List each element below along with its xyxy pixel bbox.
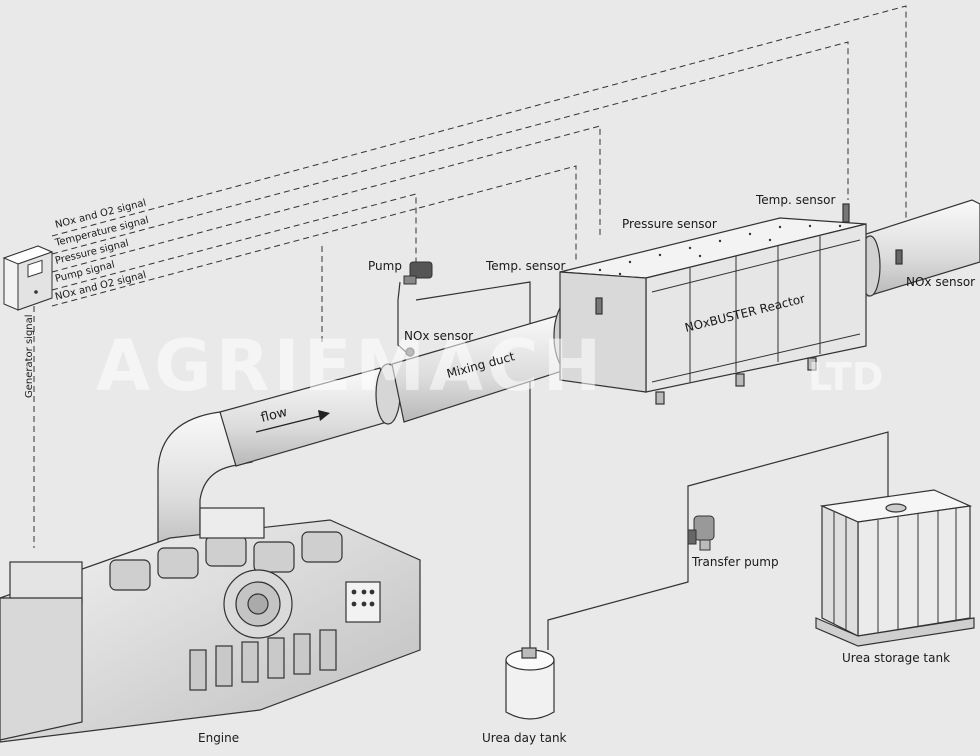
watermark-main: AGRIEMACH	[96, 325, 605, 407]
pressure-sensor-label: Pressure sensor	[622, 217, 717, 231]
transfer-pump	[687, 515, 715, 551]
dosing-pump	[403, 261, 433, 285]
nox-o2-signal-bottom-line	[51, 165, 577, 307]
generator-housing	[9, 561, 83, 605]
signal-lines	[33, 5, 907, 548]
storage-tank-label: Urea storage tank	[842, 651, 950, 665]
engine	[0, 507, 421, 743]
duct-nox-sensor	[405, 347, 415, 357]
reactor-temp-sensor	[842, 203, 850, 223]
pump-signal-line	[51, 193, 417, 291]
temp-sensor-inlet-label: Temp. sensor	[485, 259, 565, 273]
nox-buster-reactor	[559, 203, 867, 405]
pressure-signal-line	[51, 125, 601, 273]
pump-to-day-tank-line	[415, 281, 531, 650]
watermark: AGRIEMACH LTD	[96, 325, 883, 407]
control-panel	[2, 245, 54, 311]
pump-label: Pump	[368, 259, 402, 273]
nox-sensor-duct-label: NOx sensor	[404, 329, 473, 343]
urea-storage-tank	[815, 489, 975, 647]
nox-sensor-outlet-label: NOx sensor	[906, 275, 975, 289]
temperature-signal-line	[51, 41, 849, 255]
outlet-nox-sensor	[895, 249, 903, 265]
pump-feed-line	[397, 281, 407, 353]
urea-day-tank	[505, 647, 555, 720]
temp-sensor-top-label: Temp. sensor	[755, 193, 835, 207]
nox-o2-signal-top-line	[51, 5, 907, 250]
flow-label: flow	[259, 405, 289, 426]
day-tank-label: Urea day tank	[482, 731, 567, 745]
engine-label: Engine	[198, 731, 239, 745]
flow-arrow	[255, 410, 330, 433]
generator-signal-label: Generator signal	[24, 314, 35, 398]
transfer-pump-label: Transfer pump	[691, 555, 779, 569]
reactor-pressure-sensor	[595, 297, 603, 315]
watermark-suffix: LTD	[808, 355, 883, 399]
